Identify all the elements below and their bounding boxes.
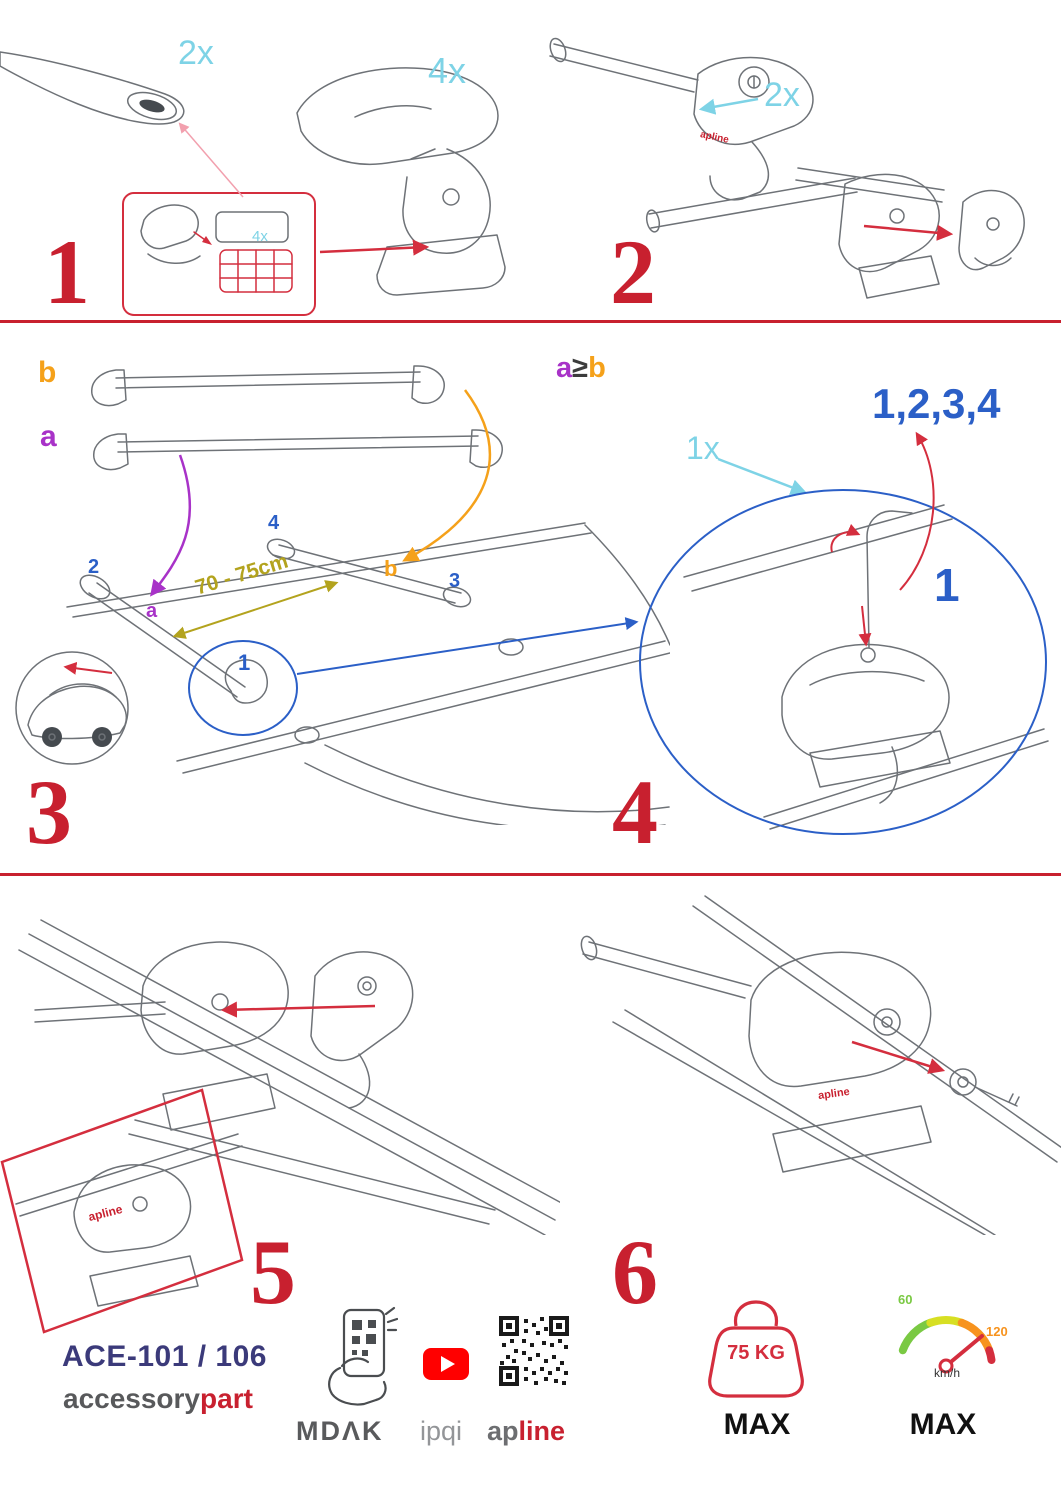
step-5-number: 5 [250,1221,296,1323]
clamp-inset-illustration [15,1133,243,1307]
torque-step-label: 1 [934,559,960,611]
qr-code-icon [499,1316,569,1386]
rule-b: b [588,352,606,384]
crossbar-illustration [0,51,185,125]
speedometer-icon [898,1316,996,1374]
brand-wordmark: accessorypart [63,1383,253,1415]
step-2-number: 2 [610,221,656,323]
key-lock-illustration [580,895,1061,1235]
speed-high-label: 120 [986,1324,1008,1339]
step-1-detail-inset: 4x [122,192,316,316]
rule-a-greater-b: a≥b [556,352,606,385]
step-1-number: 1 [44,221,90,323]
inset-pad-quantity: 4x [252,228,268,245]
pad-detail-illustration [140,204,293,293]
speed-low-label: 60 [898,1292,913,1307]
phone-qr-scan-icon [328,1306,398,1406]
apline-logo: apline [487,1416,565,1447]
bar-b-label: b [38,356,57,389]
product-model: ACE-101 / 106 [62,1340,267,1373]
step-4-number: 4 [612,761,658,863]
step-1-foot-quantity: 4x [428,50,467,91]
roof-position-4: 4 [268,512,280,534]
bar-a-illustration [93,429,503,471]
bar-a-label: a [40,420,57,453]
tightening-sequence: 1,2,3,4 [872,380,1001,427]
youtube-icon [423,1348,469,1380]
roof-position-a: a [146,600,158,622]
step-3-number: 3 [26,761,72,863]
brand-accessory: accessory [63,1383,201,1414]
roof-position-1: 1 [238,650,251,675]
step-6-number: 6 [612,1221,658,1323]
mdak-logo: MDΛK [296,1416,384,1446]
rule-a: a [556,352,573,384]
rule-operator: ≥ [572,352,589,384]
section-divider-1 [0,320,1061,323]
allen-key-detail-illustration [683,504,1049,830]
apline-line: line [518,1416,566,1446]
roof-position-b: b [384,556,398,581]
foot-illustration [296,67,506,296]
section-divider-2 [0,873,1061,876]
max-weight-value: 75 KG [727,1342,785,1364]
tool-quantity: 1x [686,430,720,466]
max-speed-label: MAX [909,1408,977,1441]
max-weight-label: MAX [723,1408,791,1441]
apline-ap: ap [487,1416,519,1446]
bar-foot-cover-illustration [645,173,1025,299]
car-direction-inset [15,651,129,765]
max-weight-icon [708,1300,804,1398]
ipqi-logo: ipqi [420,1416,463,1446]
speed-unit-label: km/h [934,1366,961,1380]
roof-position-2: 2 [88,556,100,578]
bar-b-illustration [91,365,445,407]
roof-position-3: 3 [449,570,461,592]
brand-part: part [200,1383,253,1414]
step-1-bar-quantity: 2x [178,34,214,72]
step-2-lock-quantity: 2x [764,76,800,114]
